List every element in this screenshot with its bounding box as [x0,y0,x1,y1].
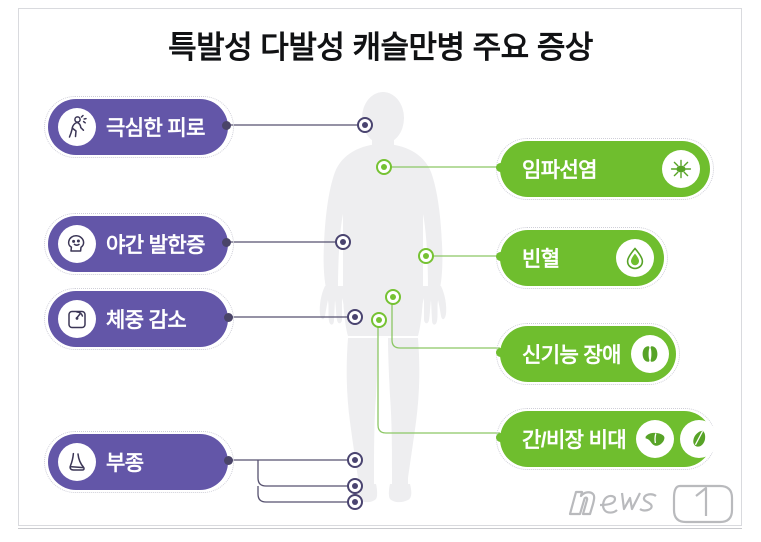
bottom-divider [18,528,742,529]
body-marker-head [357,117,373,133]
lymph-node-icon [662,150,700,188]
organ-icon-group [636,420,719,458]
head-sweat-icon [58,225,96,263]
symptom-pill-anemia[interactable]: 빈혈 [500,230,664,286]
anchor-dot-hepatosplenomegaly [496,433,505,442]
pill-outline-edema [44,431,234,493]
symptom-label-anemia: 빈혈 [522,248,560,271]
symptom-pill-renal[interactable]: 신기능 장애 [500,326,676,382]
symptom-label-fatigue: 극심한 피로 [106,117,205,140]
anchor-dot-edema [224,456,233,465]
body-marker-leg-mid [347,478,363,494]
anchor-dot-lymphadenitis [496,163,505,172]
symptom-pill-fatigue[interactable]: 극심한 피로 [48,99,228,155]
weight-scale-icon [58,300,96,338]
symptom-pill-lymphadenitis[interactable]: 임파선염 [500,141,710,197]
anchor-dot-night-sweats [222,238,231,247]
pill-outline-night-sweats [44,213,234,275]
body-marker-kidney [385,289,401,305]
symptom-label-night-sweats: 야간 발한증 [106,234,205,257]
blood-drop-icon [616,239,654,277]
swollen-foot-icon [58,443,96,481]
body-marker-abdomen [347,309,363,325]
body-marker-upper-abdomen [418,248,434,264]
body-marker-leg-upper [347,452,363,468]
body-marker-neck [376,159,392,175]
symptom-label-lymphadenitis: 임파선염 [522,159,597,182]
symptom-pill-weight-loss[interactable]: 체중 감소 [48,291,228,347]
pill-outline-weight-loss [44,288,234,350]
symptom-label-hepatosplenomegaly: 간/비장 비대 [522,429,627,452]
symptom-pill-night-sweats[interactable]: 야간 발한증 [48,216,228,272]
symptom-label-edema: 부종 [106,452,144,475]
body-marker-chest [335,234,351,250]
symptom-label-renal: 신기능 장애 [522,344,621,367]
spleen-icon [680,420,719,458]
fatigued-person-icon [58,108,96,146]
anchor-dot-anemia [496,252,505,261]
anchor-dot-weight-loss [224,313,233,322]
page-title: 특발성 다발성 캐슬만병 주요 증상 [168,30,593,65]
news1-watermark [568,484,734,524]
symptom-pill-edema[interactable]: 부종 [48,434,228,490]
pill-outline-fatigue [44,96,234,158]
symptom-label-weight-loss: 체중 감소 [106,309,187,332]
anchor-dot-renal [496,348,505,357]
liver-icon [636,420,675,458]
symptom-pill-hepatosplenomegaly[interactable]: 간/비장 비대 [500,411,719,467]
body-marker-leg-lower [347,494,363,510]
body-marker-liver [371,312,387,328]
anchor-dot-fatigue [222,121,231,130]
kidneys-icon [630,335,669,373]
human-body-silhouette [319,92,447,503]
